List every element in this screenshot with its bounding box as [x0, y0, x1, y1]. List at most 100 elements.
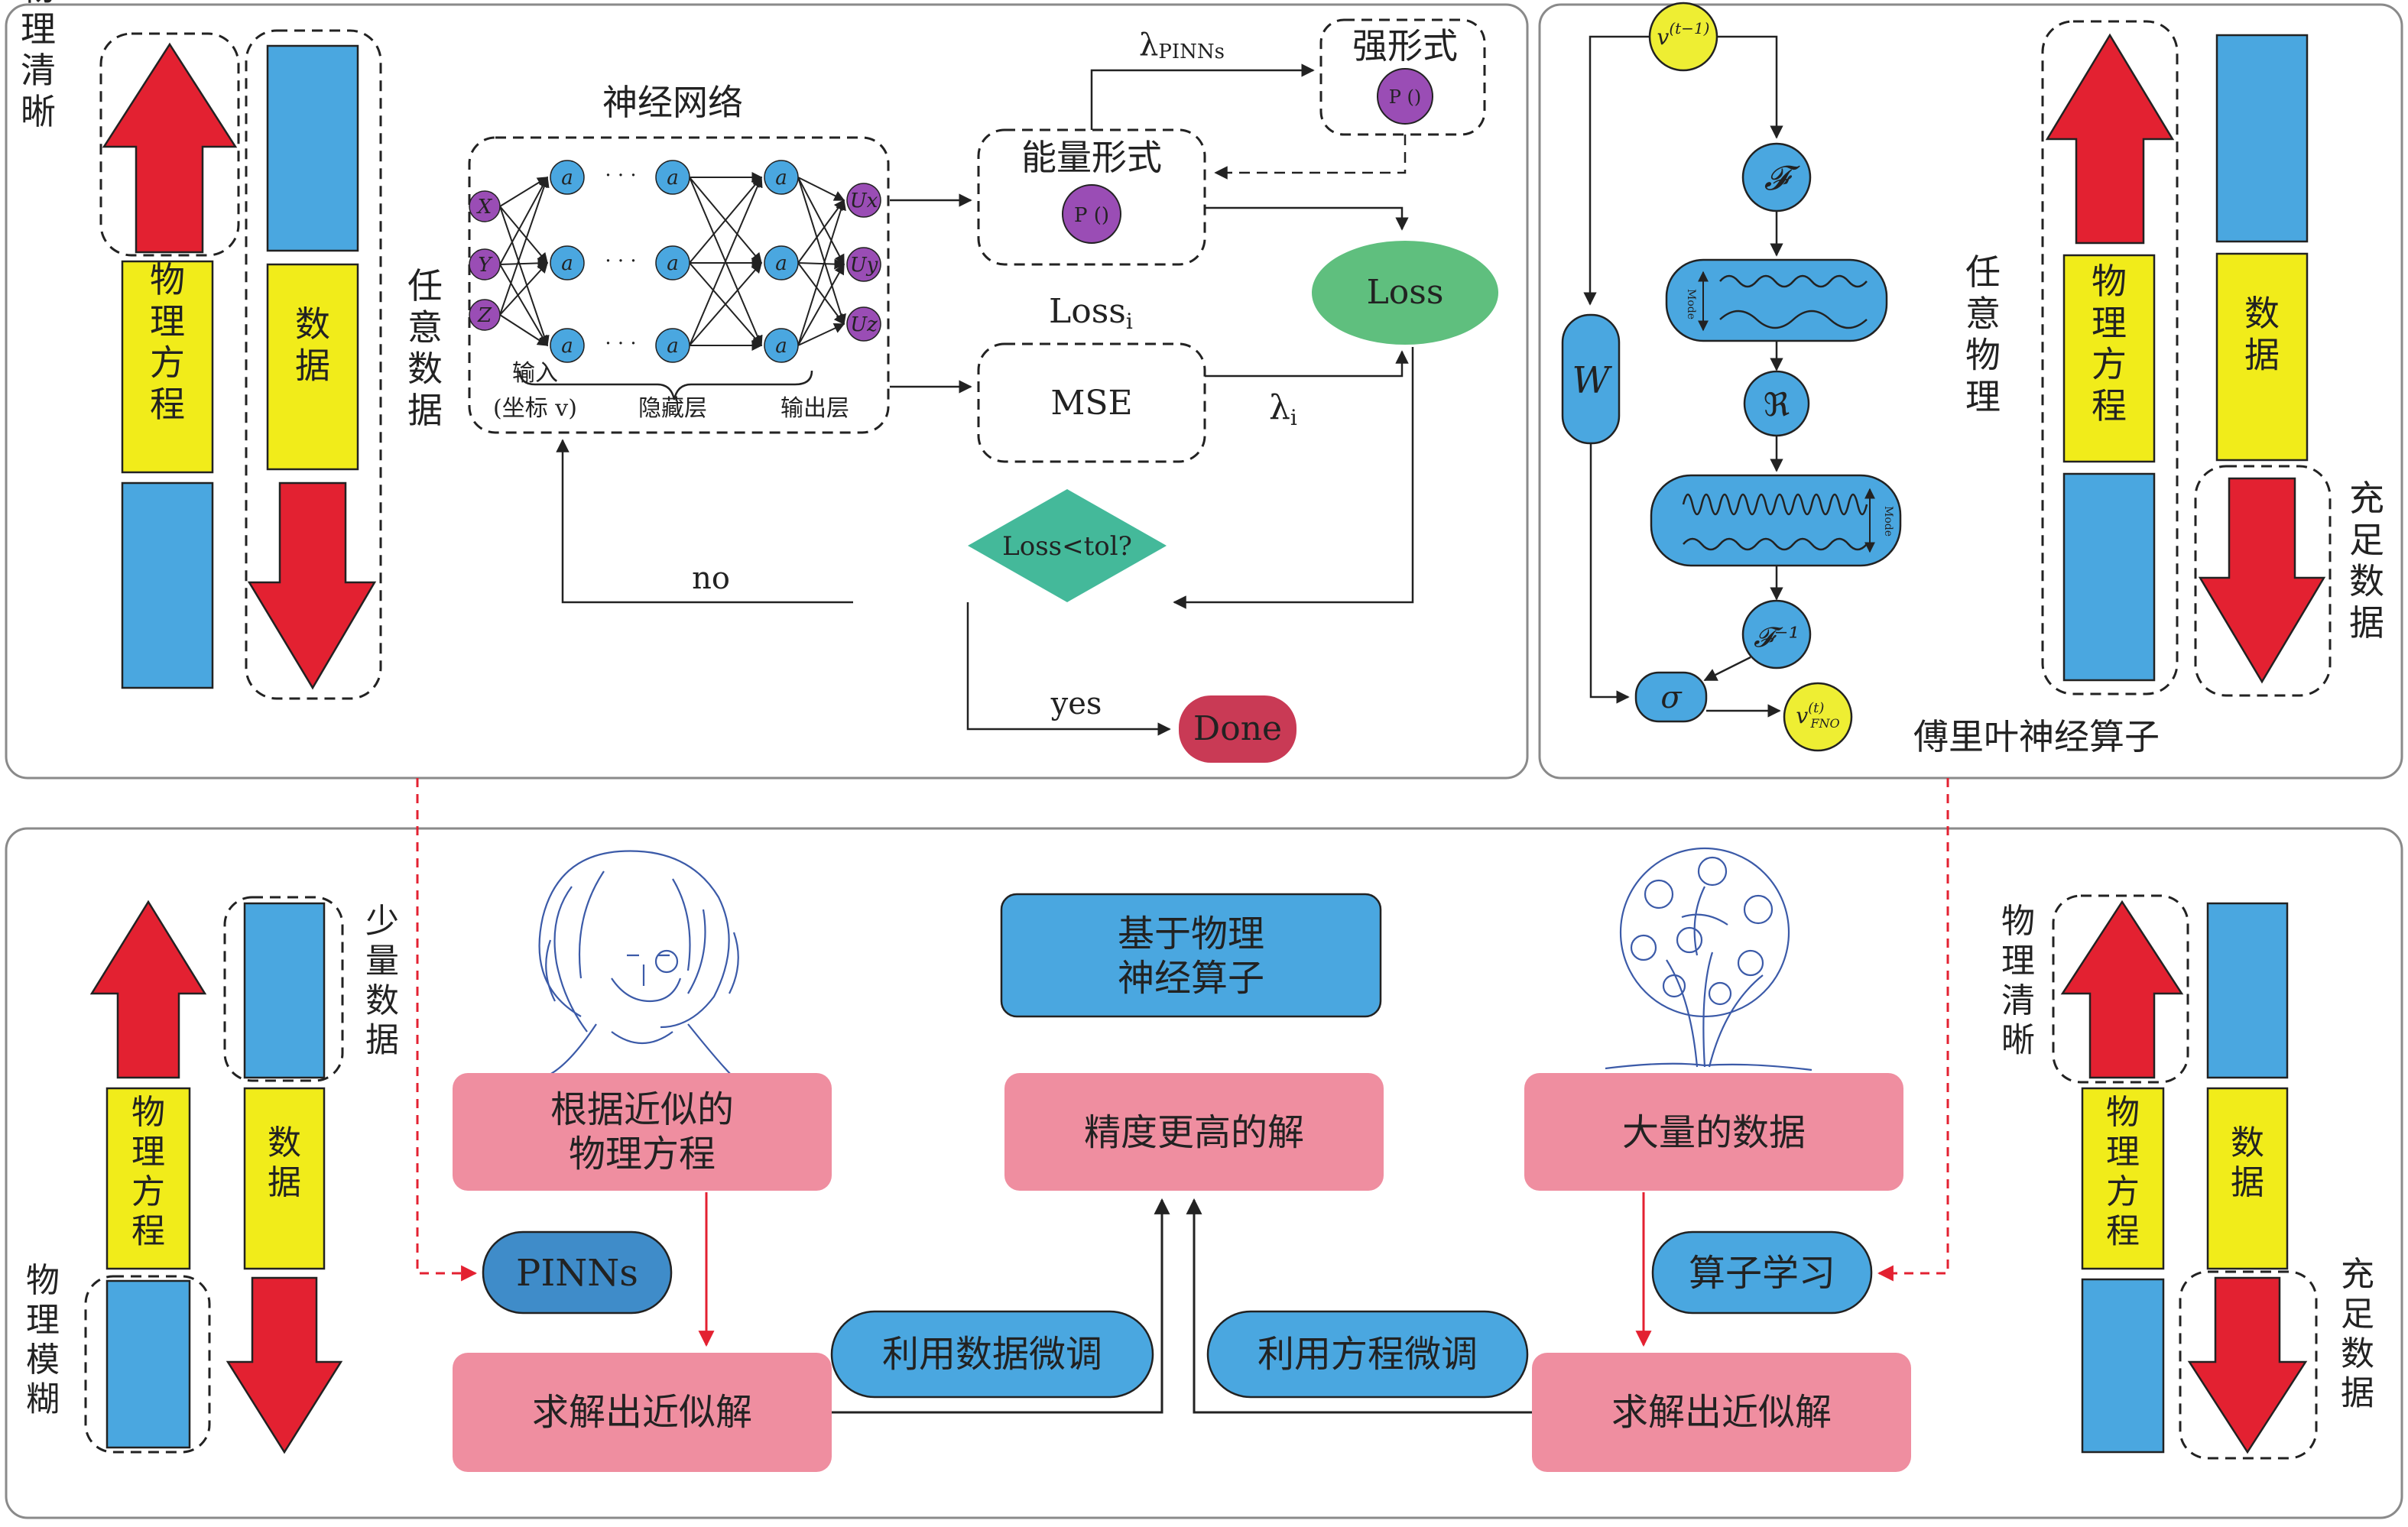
yellow-data-box — [266, 263, 359, 471]
nn-input-node — [469, 299, 501, 331]
b-right-physics-label: 物理方程 — [2106, 1093, 2140, 1251]
fno-w-label: W — [1572, 359, 1612, 402]
energy-form-box — [977, 128, 1206, 266]
arrow-energy-to-strong — [1090, 63, 1315, 130]
arrow-solve-left-to-higher — [832, 1198, 1170, 1414]
arrow-yes-to-done — [966, 602, 1171, 736]
b-left-data-label: 数据 — [268, 1123, 301, 1202]
nn-edge — [689, 176, 762, 264]
fno-arrow-vin-to-w — [1583, 35, 1650, 306]
nn-output-node-label: Ux — [850, 190, 878, 212]
nn-hidden3-node — [764, 160, 799, 195]
higher-accuracy-box — [1004, 1073, 1384, 1191]
b-right-data-label: 数据 — [2231, 1123, 2264, 1202]
b-right-enough-frame — [2179, 1270, 2318, 1460]
approx-eq-line-2: 物理方程 — [569, 1133, 716, 1175]
panel-bottom — [5, 827, 2403, 1519]
strong-form-box — [1319, 18, 1486, 136]
nn-input-node-label: Z — [477, 304, 492, 327]
approx-eq-box — [453, 1073, 832, 1191]
arrow-energy-to-loss — [1205, 206, 1409, 231]
label-physics-clear: 物理清晰 — [21, 0, 56, 132]
fno-title: 傅里叶神经算子 — [1913, 716, 2160, 757]
nn-hidden1-node-label: a — [561, 167, 573, 190]
nn-hidden3-node-label: a — [775, 335, 787, 358]
fno-wave-1a — [1719, 274, 1868, 288]
nn-edge — [499, 261, 548, 316]
fno-wave-2a — [1682, 493, 1868, 516]
nn-edge — [689, 176, 763, 346]
physics-equation-label: 物理方程 — [150, 259, 185, 425]
nn-hidden2-node-label: a — [667, 252, 679, 275]
nn-hidden2-node — [655, 160, 690, 195]
newton-portrait-icon — [538, 850, 739, 1079]
dashed-frame-red-arrow — [99, 32, 240, 257]
done-node — [1179, 695, 1296, 763]
pinns-pill — [482, 1230, 673, 1315]
pino-line-1: 基于物理 — [1118, 913, 1264, 955]
fno-sigma-label: σ — [1660, 680, 1683, 715]
arrow-mse-to-loss — [1205, 350, 1409, 378]
fno-wave-1b — [1719, 310, 1868, 329]
strong-form-label: 强形式 — [1352, 25, 1458, 66]
finetune-data-label: 利用数据微调 — [882, 1333, 1102, 1376]
tr-red-up-arrow — [2045, 33, 2175, 245]
big-data-box — [1524, 1073, 1903, 1191]
blue-data-box-right-top — [266, 44, 359, 252]
lambda-pinns-label: λPINNs — [1139, 28, 1225, 63]
nn-edge — [499, 258, 549, 269]
tr-red-down-arrow — [2198, 477, 2326, 684]
fno-inverse-label: 𝓕⁻¹ — [1754, 622, 1800, 653]
nn-hidden1-node — [550, 245, 585, 280]
nn-hidden3-node-label: a — [775, 167, 787, 190]
dashed-link-to-pinns — [416, 778, 478, 1282]
b-left-red-up-arrow — [89, 900, 207, 1079]
b-right-red-down-arrow — [2187, 1276, 2308, 1454]
arrow-strong-to-energy — [1214, 135, 1407, 180]
nn-edge — [797, 263, 845, 346]
loss-label: Loss — [1367, 273, 1444, 312]
dashed-link-to-op-learn — [1877, 778, 1949, 1282]
nn-hidden1-node — [550, 328, 585, 363]
b-left-blurry-frame — [84, 1275, 211, 1454]
tr-blue-box-right — [2215, 34, 2309, 243]
approx-eq-line-1: 根据近似的 — [550, 1088, 734, 1131]
nn-label-input-coords: (坐标 v) — [493, 395, 577, 422]
solve-right-label: 求解出近似解 — [1611, 1391, 1832, 1434]
tree-icon — [1605, 847, 1812, 1071]
arrow-solve-right-to-higher — [1186, 1198, 1532, 1414]
energy-p-label: P () — [1074, 204, 1109, 227]
mse-label: MSE — [1050, 384, 1132, 423]
decision-label: Loss<tol? — [1002, 531, 1132, 562]
tr-enough-data: 充足数据 — [2349, 478, 2384, 644]
b-left-yellow-physics — [105, 1087, 191, 1270]
nn-output-node — [846, 306, 881, 342]
done-label: Done — [1193, 709, 1282, 748]
nn-hidden3-node — [764, 328, 799, 363]
nn-edge — [499, 176, 550, 316]
nn-brace — [518, 370, 813, 400]
nn-ellipsis: · · · — [605, 332, 636, 355]
tr-blue-box-left — [2062, 472, 2156, 682]
nn-hidden2-node-label: a — [667, 167, 679, 190]
b-left-physics-label: 物理方程 — [131, 1093, 165, 1251]
fno-inverse-node — [1741, 599, 1812, 669]
nn-output-node-label: Uy — [850, 254, 878, 277]
dashed-frame-right-col — [245, 29, 382, 700]
side-label-any-physics: 任意物理 — [1965, 251, 2001, 417]
arrow-no-to-nn — [556, 439, 853, 604]
yellow-physics-box — [121, 260, 214, 474]
b-left-blurry-label: 物理模糊 — [26, 1261, 60, 1419]
pinns-label: PINNs — [516, 1252, 638, 1295]
b-right-blue-bottom — [2081, 1278, 2165, 1454]
nn-hidden2-node — [655, 245, 690, 280]
op-learn-label: 算子学习 — [1689, 1252, 1835, 1295]
strong-p-label: P () — [1389, 86, 1422, 108]
nn-edges: · · ·· · ·· · · — [499, 164, 846, 355]
nn-hidden1-node-label: a — [561, 335, 573, 358]
energy-p-circle — [1062, 184, 1121, 244]
fno-mode-box-2 — [1650, 474, 1902, 567]
solve-right-box — [1532, 1353, 1911, 1472]
